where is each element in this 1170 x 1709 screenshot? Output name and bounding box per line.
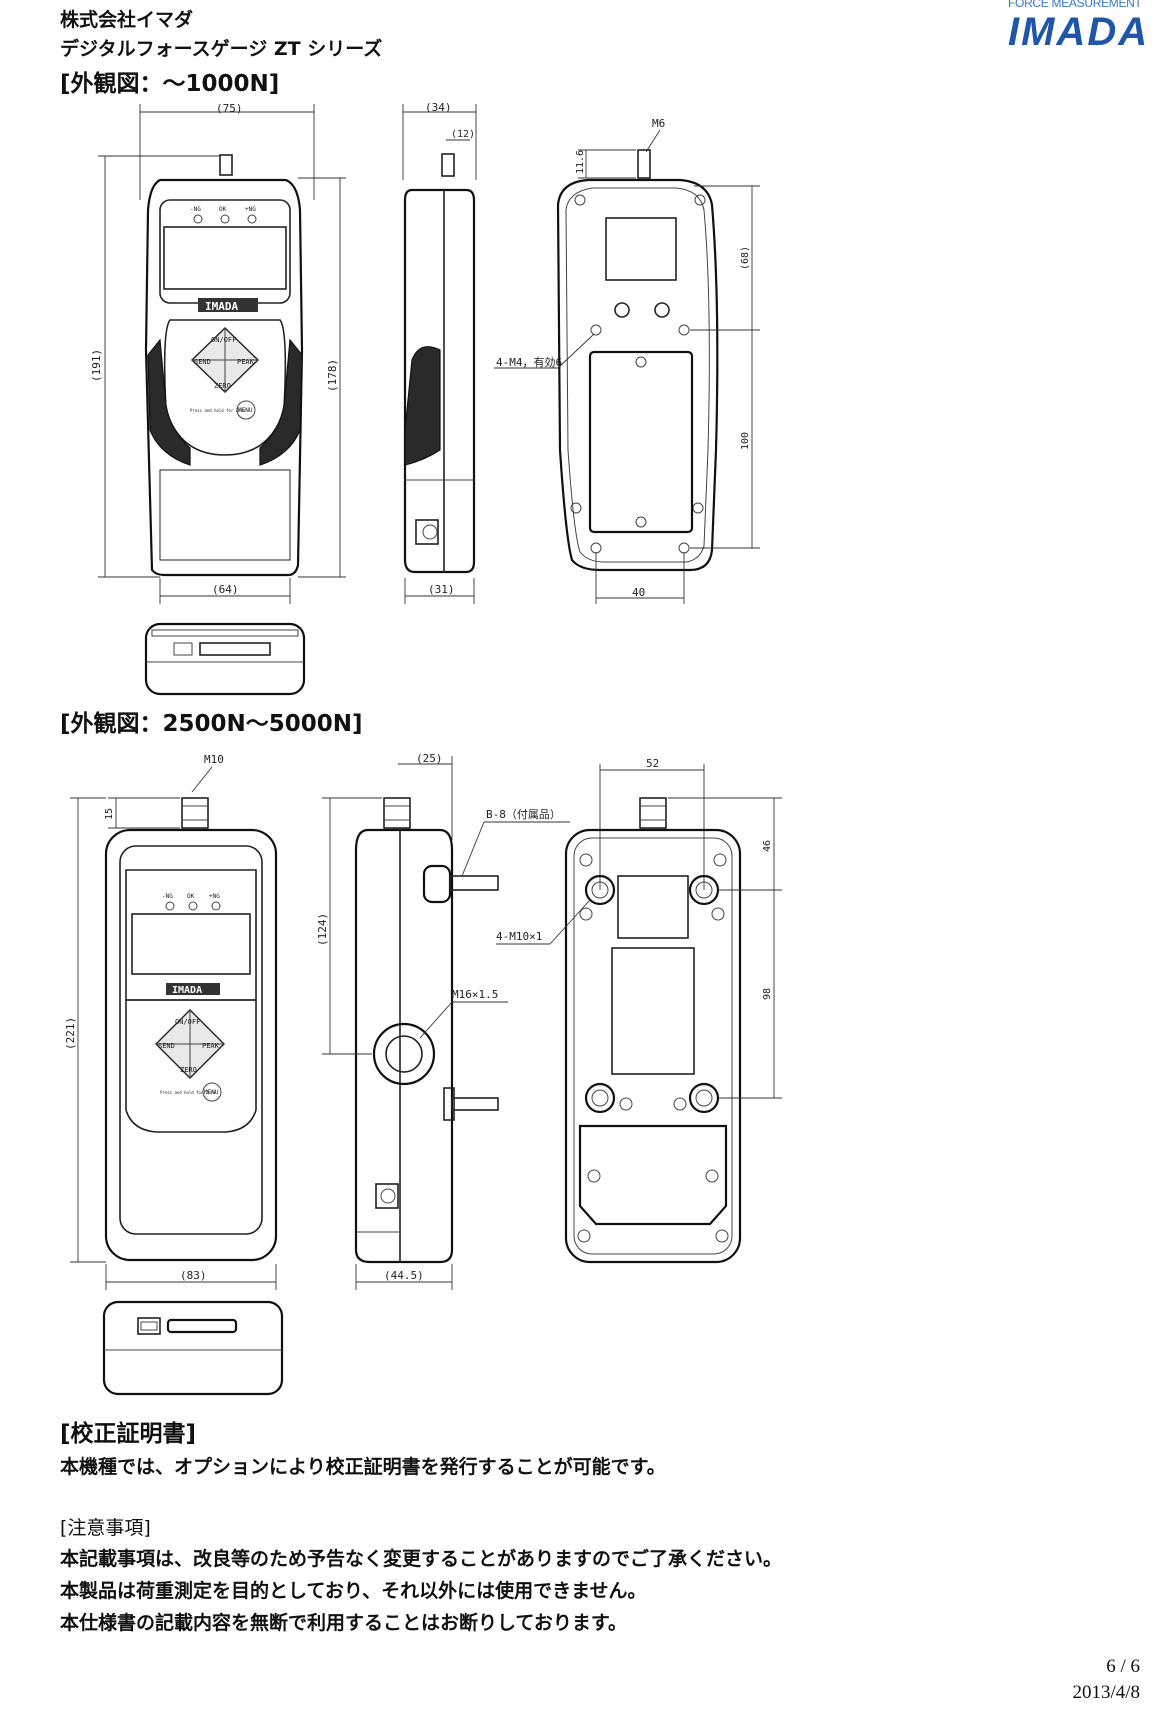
page-number: 6 / 6 <box>1106 1656 1140 1677</box>
btn-onoff-1: ON/OFF <box>211 336 236 344</box>
menu-note-1: Press and hold for Zero <box>190 408 246 413</box>
dim-hole-width-5000n: 52 <box>646 757 659 770</box>
dim-side-mid: (124) <box>316 913 329 946</box>
logo-name: IMADA <box>1008 10 1150 54</box>
dim-width-bottom: (64) <box>212 583 239 596</box>
dim-thread-m10-front: M10 <box>204 753 224 766</box>
company-name: 株式会社イマダ <box>60 9 194 31</box>
dim-holes-m10: 4-M10×1 <box>496 930 542 943</box>
bottom-view-1000n <box>144 622 306 696</box>
bottom-view-5000n <box>102 1300 284 1396</box>
dim-shaft-len-m10: 15 <box>104 808 115 820</box>
document-date: 2013/4/8 <box>1072 1682 1140 1703</box>
dim-hole-span-5000n: 98 <box>762 988 773 1000</box>
back-view-5000n: 52 4-M10×1 46 98 <box>496 757 782 1264</box>
dim-hole-top-5000n: 46 <box>762 840 773 852</box>
note-line-3: 本仕様書の記載内容を無断で利用することはお断りしております。 <box>60 1612 627 1634</box>
notes-title: [注意事項] <box>60 1517 151 1539</box>
dim-width-top: (75) <box>216 102 243 115</box>
dim-depth-top-5000n: (25) <box>416 752 443 765</box>
btn-send-1: SEND <box>194 358 211 366</box>
dim-holes-m4: 4-M4，有効6 <box>496 355 562 369</box>
dim-width-5000n: (83) <box>180 1269 207 1282</box>
led-label-ng-minus-2: -NG <box>162 893 173 900</box>
dim-height-5000n: (221) <box>64 1017 77 1050</box>
dim-shaft: (12) <box>451 129 475 140</box>
dim-thread-m6: M6 <box>652 117 665 130</box>
calibration-title: [校正証明書] <box>60 1421 197 1447</box>
led-label-ok-2: OK <box>187 893 195 900</box>
dim-hole-top-1000n: (68) <box>740 246 751 270</box>
dim-hole-span-1000n: 100 <box>740 432 751 450</box>
logo-tagline: FORCE MEASUREMENT <box>1008 0 1142 10</box>
led-label-ok: OK <box>219 206 227 213</box>
note-line-1: 本記載事項は、改良等のため予告なく変更することがありますのでご了承ください。 <box>60 1548 783 1570</box>
product-title: デジタルフォースゲージ ZT シリーズ <box>60 38 383 60</box>
btn-zero-2: ZERO <box>180 1066 197 1074</box>
dim-attachment: B-8（付属品） <box>486 808 561 821</box>
dim-height-1000n: (191) <box>90 349 103 382</box>
dim-side-height: (178) <box>326 359 339 392</box>
btn-menu-1: MENU <box>238 407 253 414</box>
back-view-1000n: M6 11.6 4-M4，有効6 (68) 100 40 <box>494 117 760 604</box>
menu-note-2: Press and hold for Zero <box>160 1090 216 1095</box>
front-view-5000n: M10 15 -NG OK +NG IMADA ON/OFF SEND PEAK… <box>64 753 278 1290</box>
led-label-ng-minus: -NG <box>190 206 201 213</box>
led-label-ng-plus: +NG <box>245 206 256 213</box>
dim-shaft-len-m6: 11.6 <box>575 150 586 174</box>
imada-logo: FORCE MEASUREMENT IMADA <box>1004 0 1170 56</box>
btn-zero-1: ZERO <box>214 382 231 390</box>
calibration-text: 本機種では、オプションにより校正証明書を発行することが可能です。 <box>60 1456 666 1478</box>
btn-onoff-2: ON/OFF <box>175 1018 200 1026</box>
dim-depth-5000n: (44.5) <box>384 1269 424 1282</box>
note-line-2: 本製品は荷重測定を目的としており、それ以外には使用できません。 <box>60 1580 647 1602</box>
section1-title: [外観図：～1000N] <box>60 71 280 97</box>
dim-center-thread: M16×1.5 <box>452 988 498 1001</box>
btn-send-2: SEND <box>158 1042 175 1050</box>
btn-peak-1: PEAK <box>237 358 255 366</box>
side-view-1000n: (34) (12) (31) <box>402 101 477 604</box>
section2-title: [外観図：2500N～5000N] <box>60 711 363 737</box>
device-brand-1: IMADA <box>205 300 238 313</box>
btn-menu-2: MENU <box>204 1089 219 1096</box>
dim-depth-bottom: (31) <box>428 583 455 596</box>
dim-depth-top: (34) <box>425 101 452 114</box>
front-view-1000n: (75) -NG OK +NG IMADA ON/OFF SEND PEAK Z… <box>90 102 346 604</box>
dim-hole-width-1000n: 40 <box>632 586 645 599</box>
btn-peak-2: PEAK <box>202 1042 220 1050</box>
led-label-ng-plus-2: +NG <box>209 893 220 900</box>
side-view-5000n: (25) B-8（付属品） M16×1.5 (124) (44.5) <box>316 752 570 1290</box>
device-brand-2: IMADA <box>172 985 202 996</box>
